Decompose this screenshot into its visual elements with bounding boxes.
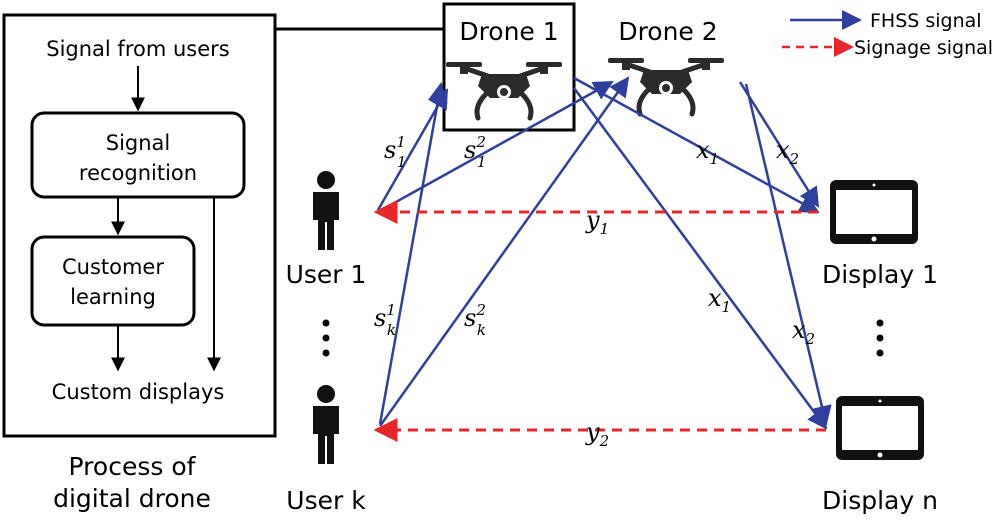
signal-recognition-label-2: recognition	[79, 161, 197, 185]
displays-ellipsis	[876, 319, 884, 357]
process-outer-box	[2, 13, 277, 438]
signal-from-users-label: Signal from users	[46, 37, 229, 61]
user1-label: User 1	[286, 260, 367, 289]
customer-learning-label-2: learning	[70, 285, 156, 309]
legend-signage-label: Signage signal	[854, 37, 993, 59]
signage-arrows	[373, 200, 826, 442]
drone2-label: Drone 2	[618, 17, 717, 46]
process-caption-line-1: Process of	[69, 452, 197, 481]
signal-recognition-label-1: Signal	[106, 131, 171, 155]
label-x-2-bottom: x2	[792, 316, 815, 348]
display1-label: Display 1	[822, 260, 938, 289]
fhss-user1-drone2	[377, 80, 614, 214]
legend: FHSS signal Signage signal	[782, 10, 993, 59]
label-x-1-bottom: x1	[708, 284, 731, 316]
label-x-2-top: x2	[776, 136, 799, 168]
drone1-icon	[446, 62, 562, 118]
label-x-1-top: x1	[696, 136, 719, 168]
users-ellipsis	[322, 319, 330, 357]
process-caption-line-2: digital drone	[53, 484, 211, 513]
fhss-drone1-display1	[573, 76, 820, 214]
signal-recognition-box	[30, 111, 246, 199]
custom-displays-label: Custom displays	[52, 380, 225, 404]
displayn-icon	[836, 396, 924, 460]
label-y-2: y2	[585, 418, 609, 450]
customer-learning-label-1: Customer	[62, 255, 164, 279]
displayn-label: Display n	[822, 486, 938, 515]
legend-fhss-label: FHSS signal	[870, 10, 982, 32]
fhss-drone2-display1	[738, 81, 820, 208]
fhss-arrows	[376, 76, 832, 430]
drone1-label: Drone 1	[459, 17, 558, 46]
fhss-drone1-displayn	[572, 87, 828, 430]
userk-label: User k	[286, 486, 366, 515]
customer-learning-box	[30, 235, 196, 327]
fhss-drone2-displayn	[744, 83, 832, 426]
process-panel: Signal from users Signal recognition Cus…	[2, 13, 277, 513]
fhss-userk-drone2	[378, 76, 630, 427]
label-y-1: y1	[585, 206, 609, 238]
fhss-userk-drone1	[378, 82, 448, 425]
drone1-highlight-box	[442, 2, 576, 132]
userk-icon	[313, 385, 339, 464]
user1-icon	[313, 171, 339, 250]
display1-icon	[830, 180, 918, 244]
